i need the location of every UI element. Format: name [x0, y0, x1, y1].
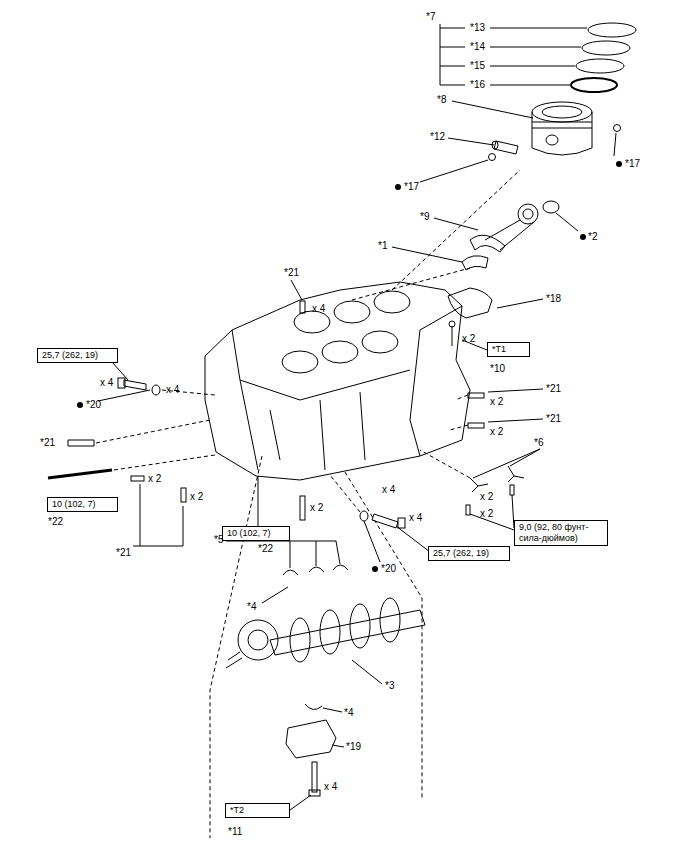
- callout-number: *18: [546, 293, 561, 305]
- quantity-mark: x 2: [310, 502, 323, 514]
- callout-number: *2: [588, 231, 597, 243]
- callout-number: *20: [86, 399, 101, 411]
- quantity-mark: x 4: [409, 512, 422, 524]
- quantity-mark: x 4: [312, 303, 325, 315]
- torque-spec-box: 25,7 (262, 19): [37, 348, 118, 363]
- callout-number: *4: [344, 707, 353, 719]
- quantity-mark: x 2: [480, 508, 493, 520]
- callout-number: *17: [625, 158, 640, 170]
- quantity-mark: x 4: [382, 484, 395, 496]
- callout-number: *5: [214, 534, 223, 546]
- piston-rings: [571, 23, 636, 92]
- torque-spec-box: 9,0 (92, 80 фунт-сила-дюймов): [514, 520, 608, 546]
- quantity-mark: x 2: [490, 426, 503, 438]
- callout-number: *3: [385, 680, 394, 692]
- torque-value: *T2: [230, 805, 285, 816]
- callout-number: *21: [546, 383, 561, 395]
- callout-number: *11: [228, 826, 242, 838]
- piston: [532, 102, 592, 155]
- torque-spec-box: 10 (102, 7): [222, 526, 290, 541]
- callout-number: *9: [420, 211, 429, 223]
- torque-value: 25,7 (262, 19): [42, 350, 113, 361]
- callout-number: *19: [346, 741, 361, 753]
- callout-number: *15: [470, 60, 485, 72]
- callout-number: *8: [437, 94, 446, 106]
- callout-number: *21: [116, 547, 131, 559]
- callout-number: *12: [430, 131, 445, 143]
- torque-value: 25,7 (262, 19): [433, 548, 505, 559]
- fasteners-left: [48, 378, 215, 502]
- callout-number: *21: [40, 437, 55, 449]
- torque-spec-box: 10 (102, 7): [47, 497, 118, 512]
- callout-number: *1: [378, 240, 387, 252]
- fasteners-right: [300, 393, 524, 528]
- callout-number: *13: [470, 22, 485, 34]
- torque-spec-box: *T2: [225, 803, 290, 818]
- torque-spec-box: *T1: [487, 342, 530, 357]
- cylinder-block: [205, 170, 520, 480]
- quantity-mark: x 4: [100, 377, 113, 389]
- piston-pin: [489, 125, 621, 161]
- torque-value: 10 (102, 7): [227, 528, 285, 539]
- bullet-marks: [77, 161, 622, 572]
- callout-number: *17: [404, 181, 419, 193]
- torque-value: 9,0 (92, 80 фунт-сила-дюймов): [519, 522, 603, 544]
- quantity-mark: x 2: [490, 396, 503, 408]
- torque-value: *T1: [492, 344, 525, 355]
- quantity-mark: x 2: [148, 473, 161, 485]
- quantity-mark: x 2: [480, 491, 493, 503]
- leader-lines: [98, 24, 616, 810]
- crankshaft: [210, 456, 425, 838]
- callout-number: *20: [381, 563, 396, 575]
- callout-number: *21: [284, 267, 299, 279]
- callout-number: *21: [546, 413, 561, 425]
- quantity-mark: x 4: [324, 781, 337, 793]
- torque-spec-box: 25,7 (262, 19): [428, 546, 510, 561]
- callout-number: *6: [534, 437, 543, 449]
- callout-number: *16: [470, 79, 485, 91]
- quantity-mark: x 4: [166, 384, 179, 396]
- callout-number: *4: [247, 601, 256, 613]
- callout-number: *10: [490, 363, 505, 375]
- callout-number: *22: [258, 543, 273, 555]
- quantity-mark: x 2: [462, 333, 475, 345]
- torque-value: 10 (102, 7): [52, 499, 113, 510]
- quantity-mark: x 2: [190, 491, 203, 503]
- callout-number: *7: [426, 11, 435, 23]
- callout-number: *22: [48, 516, 63, 528]
- connecting-rod: [448, 201, 559, 346]
- callout-number: *14: [470, 41, 485, 53]
